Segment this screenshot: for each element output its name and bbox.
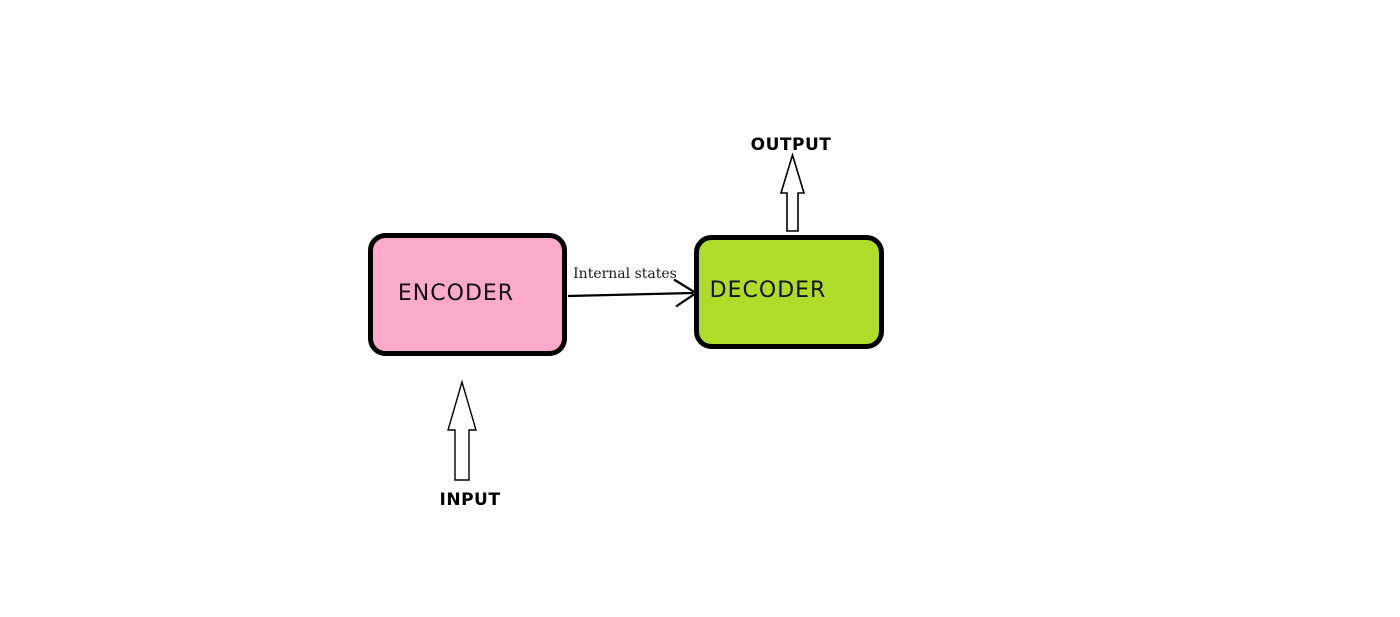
output-arrow xyxy=(779,152,806,232)
encoder-label: ENCODER xyxy=(398,281,514,306)
encoder-node xyxy=(368,233,567,356)
internal-states-arrow-line xyxy=(567,291,694,298)
output-label: OUTPUT xyxy=(751,135,832,155)
internal-states-arrowhead xyxy=(673,278,699,308)
decoder-node xyxy=(694,235,884,349)
internal-states-arrow xyxy=(567,278,699,308)
internal-states-label: Internal states xyxy=(573,266,677,282)
input-arrow xyxy=(447,379,477,481)
input-label: INPUT xyxy=(440,490,501,510)
decoder-label: DECODER xyxy=(710,278,827,303)
